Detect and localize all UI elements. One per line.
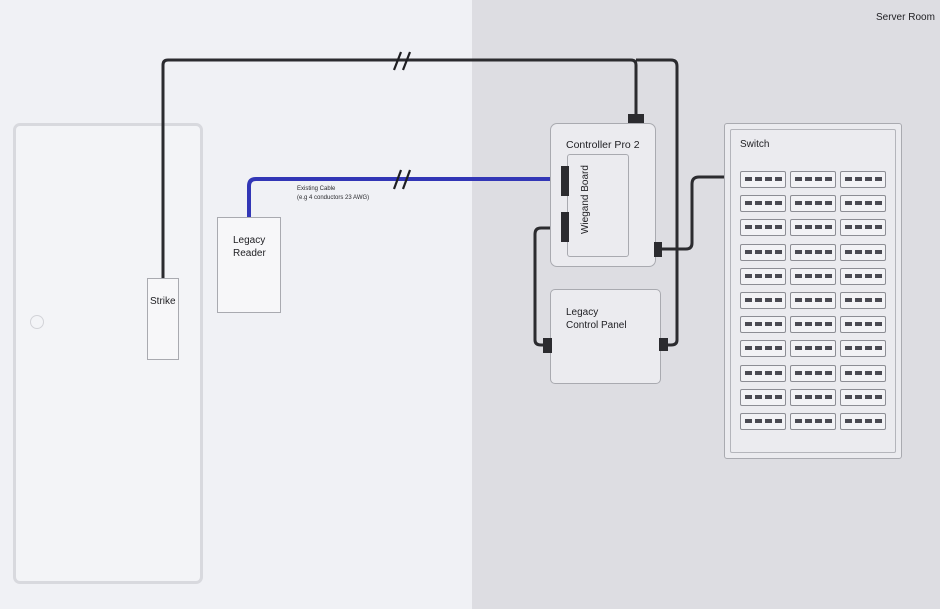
controller-top-connector [628,114,644,123]
switch-port [740,413,786,430]
controller-to-switch-wire [658,175,743,251]
wiegand-output-connector [561,212,569,242]
switch-port [790,292,836,309]
legacy-reader-box: Legacy Reader [217,217,281,313]
switch-port [840,195,886,213]
switch-port [840,219,886,237]
switch-port [740,219,786,237]
switch-port [840,267,886,285]
switch-port [790,316,836,334]
switch-port [740,171,786,188]
switch-port [790,219,836,237]
switch-port [790,388,836,406]
wiegand-board-box: Wiegand Board [567,154,629,257]
switch-port [840,364,886,382]
switch-port [790,267,836,285]
controller-label: Controller Pro 2 [566,139,640,151]
legacy-reader-label: Legacy Reader [233,234,266,260]
server-room-label: Server Room [876,12,935,23]
wiegand-cable [247,177,563,218]
panel-right-connector [659,338,668,351]
switch-port [790,364,836,382]
switch-port [840,243,886,261]
switch-port [790,413,836,430]
cable-note-line2: (e.g 4 conductors 23 AWG) [297,195,370,201]
legacy-reader-label-line1: Legacy [233,235,266,246]
switch-label: Switch [740,139,770,150]
switch-port [840,340,886,358]
cable-break-icon [392,51,412,71]
legacy-reader-label-line2: Reader [233,248,266,259]
switch-port [740,388,786,406]
strike-box: Strike [147,278,179,360]
switch-port [790,243,836,261]
strike-label: Strike [150,296,176,307]
legacy-control-panel-box: Legacy Control Panel [550,289,661,384]
switch-port [840,292,886,309]
panel-left-connector [543,338,552,353]
wiegand-input-connector [561,166,569,196]
controller-to-panel-loop-wire [636,58,679,347]
switch-port [740,267,786,285]
controller-ethernet-connector [654,242,662,257]
switch-port [740,364,786,382]
legacy-panel-label-line1: Legacy [566,307,599,318]
switch-frame [730,129,896,453]
door-knob-icon [30,315,44,329]
switch-port [840,171,886,188]
wiegand-to-panel-wire [533,226,563,347]
switch-port [840,316,886,334]
switch-port [840,388,886,406]
switch-port [840,413,886,430]
strike-to-controller-wire [161,58,638,280]
wiegand-board-label: Wiegand Board [580,165,591,234]
switch-port [740,243,786,261]
cable-note-line1: Existing Cable [297,186,336,192]
cable-note: Existing Cable (e.g 4 conductors 23 AWG) [297,185,369,203]
legacy-panel-label-line2: Control Panel [566,320,627,331]
switch-port [740,316,786,334]
network-switch: Switch [724,123,902,459]
switch-port [740,292,786,309]
switch-port [790,340,836,358]
switch-port [790,195,836,213]
legacy-panel-label: Legacy Control Panel [566,306,627,332]
switch-port [740,195,786,213]
switch-port [790,171,836,188]
cable-break-icon [392,169,412,190]
switch-port [740,340,786,358]
